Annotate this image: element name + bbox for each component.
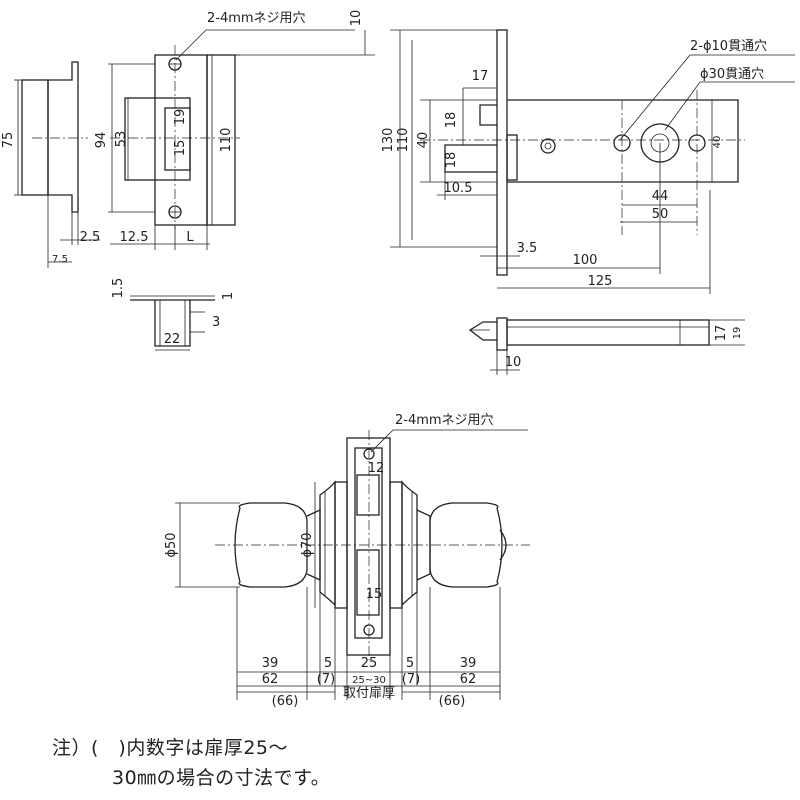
dim-10-5: 10.5: [444, 181, 473, 196]
dim-39-left: 39: [262, 656, 279, 671]
dim-125: 125: [588, 274, 613, 289]
dim-22: 22: [164, 332, 181, 347]
dim-side-10: 10: [505, 355, 522, 370]
dim-53: 53: [114, 131, 129, 148]
dim-strike-7-5: 7.5: [52, 254, 68, 265]
dim-side-17: 17: [714, 325, 729, 342]
callout-screw-holes-bottom-text: 2-4mmネジ用穴: [395, 413, 494, 428]
dim-94: 94: [94, 132, 109, 149]
dim-40-right: 40: [712, 136, 723, 149]
faceplate-front-view: 94 53 19 15 110 12.5 L: [94, 45, 240, 250]
right-knob: [429, 502, 503, 588]
door-thickness-label: 取付扉厚: [343, 685, 395, 701]
dim-front-15: 15: [366, 587, 383, 602]
dim-40-case: 40: [416, 132, 431, 149]
dim-110-front: 110: [219, 128, 234, 153]
dim-7-left: (7): [317, 672, 335, 687]
dim-phi50: ϕ50: [164, 532, 179, 557]
left-knob: [234, 502, 308, 588]
dim-17: 17: [472, 69, 489, 84]
dim-3: 3: [212, 315, 220, 330]
dim-100: 100: [573, 253, 598, 268]
dim-66-left: (66): [272, 694, 299, 709]
dim-25-30: 25~30: [352, 675, 386, 686]
dim-top-10: 10: [349, 10, 364, 27]
dim-25: 25: [361, 656, 378, 671]
dim-strike-75: 75: [1, 132, 16, 149]
dim-1: 1: [221, 292, 236, 300]
callout-through-hole-large-text: ϕ30貫通穴: [700, 67, 764, 82]
dim-62-right: 62: [460, 672, 477, 687]
dim-39-right: 39: [460, 656, 477, 671]
dim-5-right: 5: [406, 656, 414, 671]
dim-3-5: 3.5: [517, 241, 538, 256]
note-line-2: 30㎜の場合の寸法です。: [112, 767, 331, 789]
strike-profile-detail: 1.5 1 3 22: [111, 278, 236, 351]
dim-130: 130: [381, 128, 396, 153]
callout-through-holes: 2-ϕ10貫通穴 ϕ30貫通穴: [619, 39, 795, 141]
dim-front-12: 12: [368, 461, 385, 476]
dim-5-left: 5: [324, 656, 332, 671]
dim-1-5: 1.5: [111, 278, 126, 299]
dim-15: 15: [173, 140, 188, 157]
callout-screw-holes-bottom: 2-4mmネジ用穴: [370, 413, 528, 453]
lock-case-side-view: 130 110 40 17 18 18 10.5 44 50 40 3.5 10…: [381, 29, 745, 294]
note-line-1: 注）( )内数字は扉厚25～: [52, 737, 289, 759]
knob-assembly-view: ϕ50 ϕ70 12 15 39 5 25 5 39 62 (7) 25~30 …: [164, 430, 530, 709]
lock-case-top-view: 17 19 10: [468, 317, 745, 375]
callout-screw-holes-top-text: 2-4mmネジ用穴: [207, 11, 306, 26]
strike-plate-front-view: 75 2.5 7.5: [1, 61, 101, 268]
dim-110-case: 110: [396, 128, 411, 153]
callout-screw-holes-top: 2-4mmネジ用穴 10: [175, 10, 375, 61]
dim-L: L: [186, 230, 194, 245]
callout-through-hole-small-text: 2-ϕ10貫通穴: [690, 39, 767, 54]
dim-18b: 18: [444, 152, 459, 169]
dim-62-left: 62: [262, 672, 279, 687]
dim-side-19: 19: [732, 327, 743, 340]
dim-7-right: (7): [402, 672, 420, 687]
dim-phi70: ϕ70: [300, 532, 315, 557]
dim-12-5: 12.5: [120, 230, 149, 245]
dim-66-right: (66): [439, 694, 466, 709]
dim-18a: 18: [444, 112, 459, 129]
dim-strike-2-5: 2.5: [80, 230, 101, 245]
dim-19: 19: [173, 109, 188, 126]
